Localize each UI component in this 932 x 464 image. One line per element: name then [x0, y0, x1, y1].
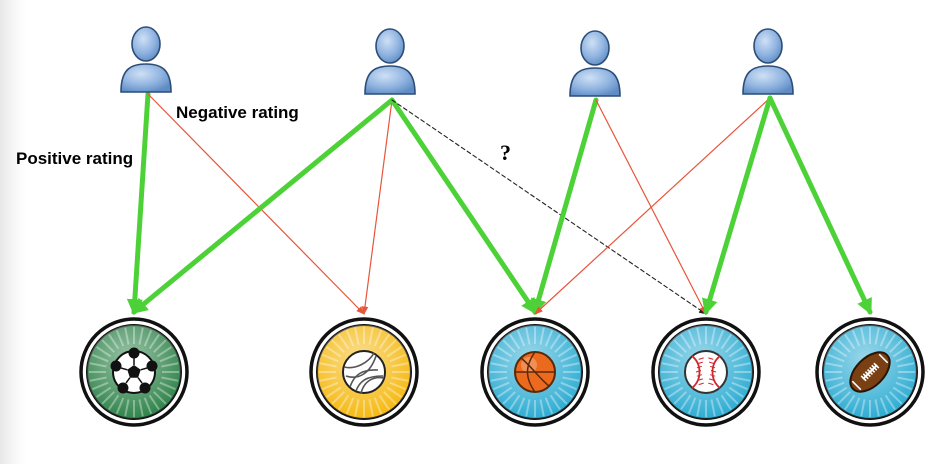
user-icon — [120, 26, 172, 93]
negative-rating-edge-4-to-basketball — [534, 97, 771, 315]
negative-rating-label: Negative rating — [176, 103, 299, 122]
user-icon — [569, 30, 621, 97]
basketball-icon — [514, 351, 556, 393]
negative-rating-edge-1-to-volleyball — [147, 93, 365, 315]
football-icon — [849, 351, 891, 393]
unknown-rating-edge-2-to-baseball — [391, 99, 707, 315]
positive-rating-edge-1-to-soccer-ball — [126, 91, 151, 316]
positive-rating-edge-2-to-soccer-ball — [131, 97, 395, 315]
unknown-rating-label: ? — [500, 140, 511, 165]
baseball-item — [651, 317, 761, 427]
baseball-icon — [684, 350, 728, 394]
positive-rating-edge-2-to-basketball — [389, 97, 538, 315]
positive-rating-edge-4-to-football — [767, 95, 873, 315]
negative-rating-edge-2-to-volleyball — [361, 99, 393, 315]
user-icon — [364, 28, 416, 95]
football-item — [815, 317, 925, 427]
edges-layer — [126, 91, 873, 316]
volleyball-icon — [342, 350, 386, 394]
volleyball-item — [309, 317, 419, 427]
users-layer — [120, 26, 794, 97]
soccer-ball-icon — [110, 347, 158, 394]
positive-rating-edge-4-to-baseball — [702, 95, 773, 316]
positive-rating-label: Positive rating — [16, 149, 133, 168]
basketball-item — [480, 317, 590, 427]
user-icon — [742, 28, 794, 95]
items-layer — [79, 317, 925, 427]
positive-rating-edge-3-to-basketball — [530, 97, 599, 316]
soccer-ball-item — [79, 317, 189, 427]
